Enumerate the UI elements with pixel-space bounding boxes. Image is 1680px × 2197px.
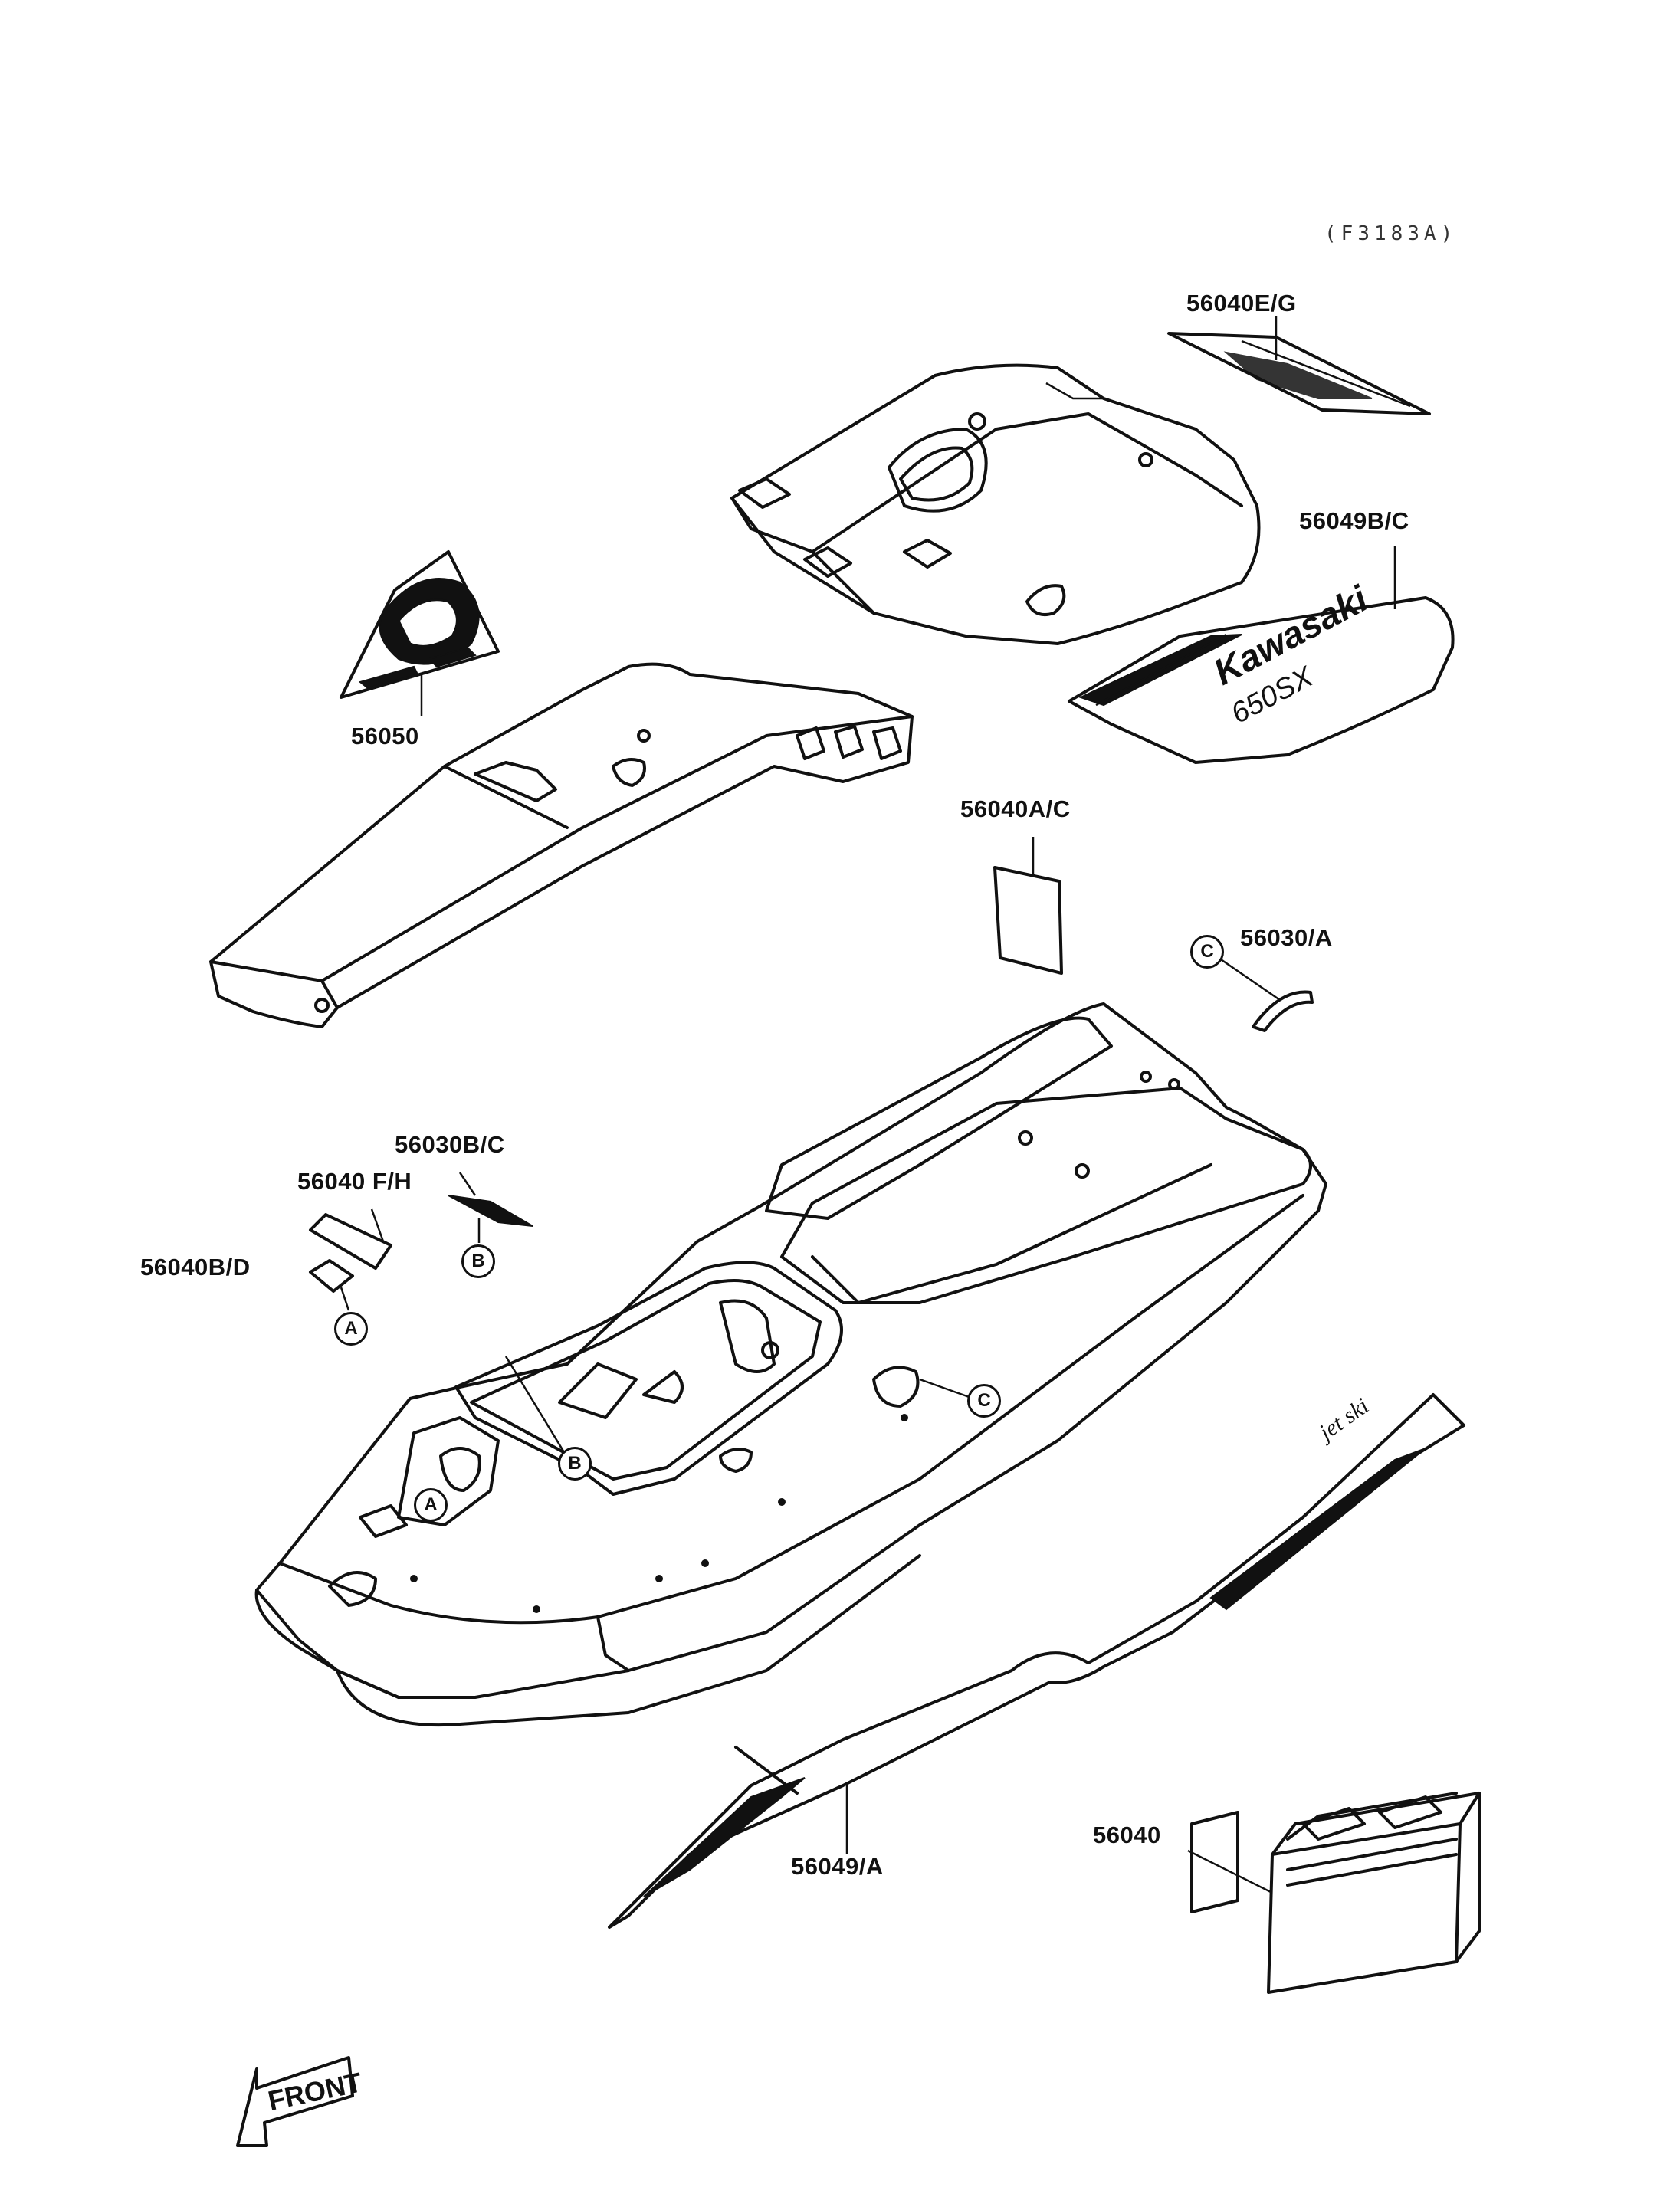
callout-c-label: C — [1190, 935, 1224, 969]
battery — [1267, 1792, 1481, 1994]
leader-b — [504, 1356, 573, 1464]
front-arrow — [236, 2056, 354, 2147]
label-56040bd — [309, 1259, 354, 1311]
callout-a-label: A — [334, 1312, 368, 1346]
part-label-56049bc: 56049B/C — [1299, 507, 1409, 534]
leader-c — [919, 1378, 974, 1400]
part-label-56050: 56050 — [351, 723, 419, 749]
decal-56049bc: Kawasaki 650SX — [1068, 546, 1455, 764]
part-label-56040bd: 56040B/D — [140, 1254, 251, 1280]
callout-c-hull: C — [967, 1384, 1001, 1418]
part-label-56040eg: 56040E/G — [1186, 290, 1297, 316]
part-label-56040ac: 56040A/C — [960, 795, 1071, 822]
rear-seat-cover — [209, 662, 914, 1028]
part-label-56040: 56040 — [1093, 1822, 1161, 1848]
label-56040ac — [993, 837, 1063, 975]
part-label-56030bc: 56030B/C — [395, 1131, 505, 1158]
callout-b-label: B — [461, 1244, 495, 1278]
part-label-56049a: 56049/A — [791, 1853, 884, 1880]
label-56040fh — [309, 1208, 392, 1270]
decal-jetski-script: jet ski — [1312, 1393, 1373, 1447]
part-label-56030a: 56030/A — [1240, 924, 1333, 951]
label-56030bc — [448, 1172, 533, 1243]
part-56030a — [1218, 956, 1314, 1032]
decal-56050 — [340, 550, 500, 716]
decal-56040eg — [1167, 316, 1431, 415]
callout-b-hull: B — [558, 1447, 592, 1481]
label-56040 — [1187, 1811, 1273, 1913]
callout-a-hull: A — [414, 1488, 448, 1522]
part-label-56040fh: 56040 F/H — [297, 1168, 412, 1195]
decal-56049a: jet ski — [608, 1393, 1465, 1929]
hull-body — [254, 1002, 1327, 1727]
figure-code: (F3183A) — [1324, 222, 1458, 245]
engine-hood — [730, 363, 1261, 645]
